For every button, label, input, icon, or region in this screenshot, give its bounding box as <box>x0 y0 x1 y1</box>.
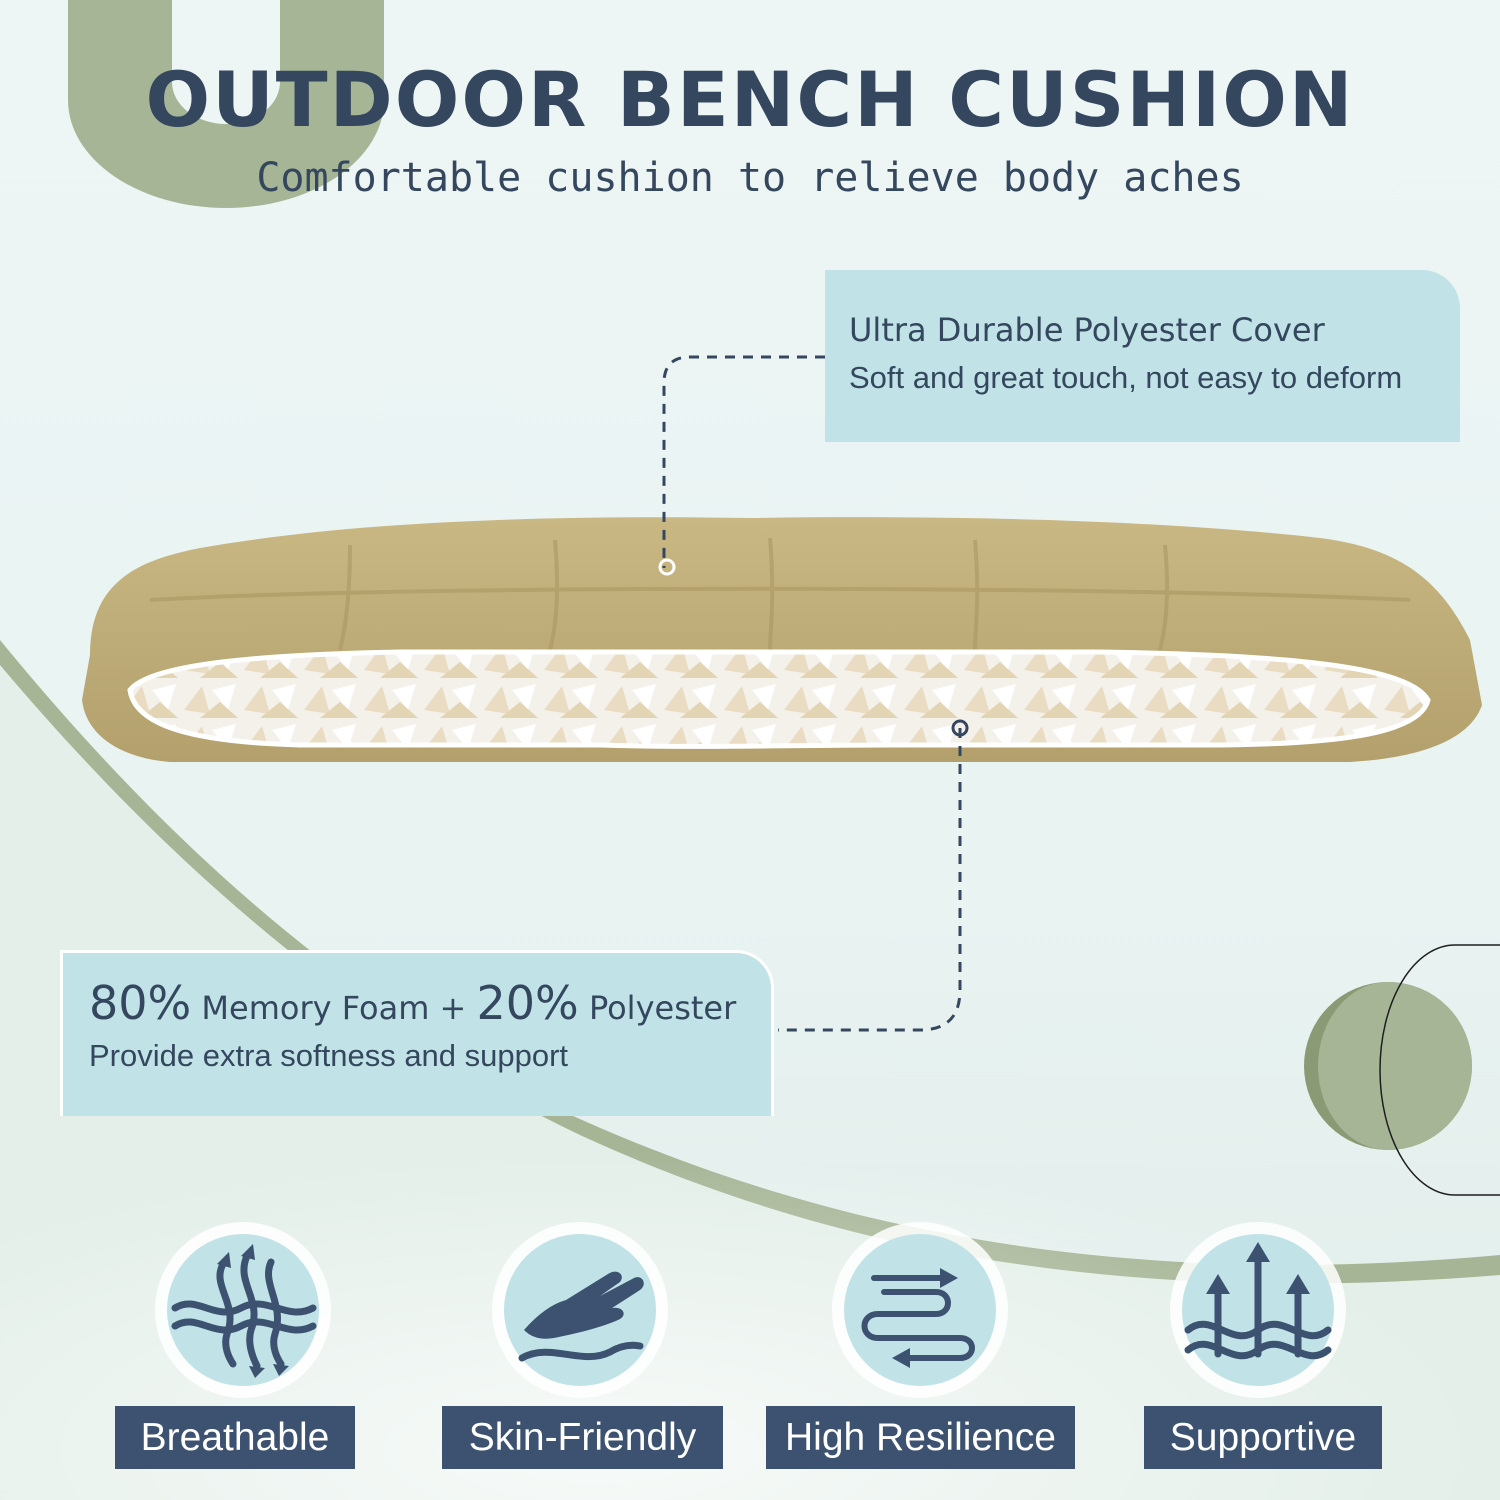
airflow-wave-icon <box>171 1244 317 1378</box>
memory-foam-label: Memory Foam + <box>191 989 477 1027</box>
feature-label-supportive: Supportive <box>1144 1406 1382 1469</box>
filling-callout: 80% Memory Foam + 20% Polyester Provide … <box>60 950 774 1116</box>
cover-point-marker <box>658 558 676 576</box>
feature-label-skin-friendly: Skin-Friendly <box>442 1406 723 1469</box>
cover-leader-line <box>662 355 825 568</box>
rebound-arrows-icon <box>861 1268 975 1368</box>
decorative-outline-arc <box>1379 944 1500 1196</box>
filling-heading: 80% Memory Foam + 20% Polyester <box>89 980 771 1030</box>
decorative-u-shape <box>68 0 384 208</box>
polyester-percent: 20% <box>476 976 579 1030</box>
filling-leader-line <box>778 728 962 1032</box>
upward-arrows-wave-icon <box>1184 1242 1332 1360</box>
filling-point-marker <box>951 719 969 737</box>
cover-callout: Ultra Durable Polyester Cover Soft and g… <box>825 270 1460 442</box>
filling-description: Provide extra softness and support <box>89 1038 569 1073</box>
cover-description: Soft and great touch, not easy to deform <box>849 360 1403 395</box>
memory-foam-percent: 80% <box>89 976 192 1030</box>
page-title: OUTDOOR BENCH CUSHION <box>145 55 1355 144</box>
hand-touch-icon <box>518 1271 644 1362</box>
bench-cushion-image <box>82 517 1482 762</box>
page-subtitle: Comfortable cushion to relieve body ache… <box>256 155 1244 201</box>
polyester-label: Polyester <box>578 989 737 1027</box>
cover-heading: Ultra Durable Polyester Cover <box>849 311 1325 349</box>
feature-label-high-resilience: High Resilience <box>766 1406 1075 1469</box>
feature-label-breathable: Breathable <box>115 1406 355 1469</box>
